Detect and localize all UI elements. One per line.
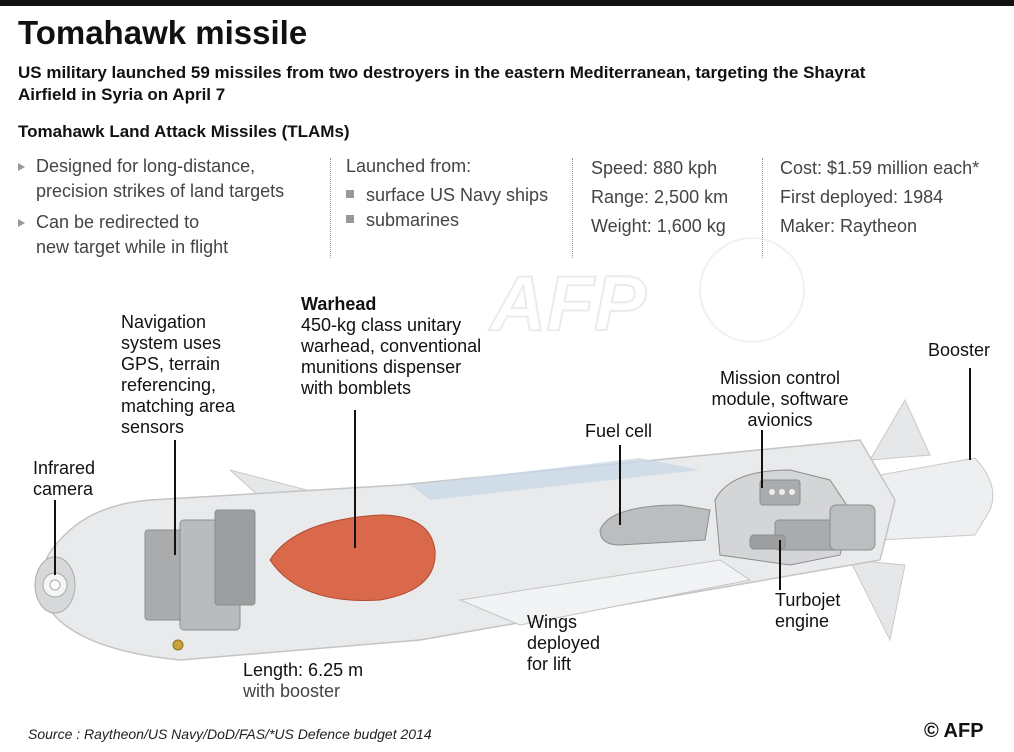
launch-item: surface US Navy ships	[346, 183, 548, 208]
page-subtitle: US military launched 59 missiles from tw…	[18, 63, 866, 104]
svg-text:AFP: AFP	[488, 259, 647, 347]
meta-maker: Maker: Raytheon	[780, 216, 918, 236]
fuel-cell	[599, 504, 711, 546]
meta-first-deployed: First deployed: 1984	[780, 187, 944, 207]
divider	[572, 158, 573, 258]
divider	[762, 158, 763, 258]
turbojet-engine	[749, 504, 876, 551]
warhead	[269, 514, 436, 601]
leader-lines	[54, 368, 971, 590]
section-title: Tomahawk Land Attack Missiles (TLAMs)	[18, 122, 350, 141]
meta-cost: Cost: $1.59 million each*	[780, 158, 980, 178]
label-wings: Wings deployed for lift	[527, 612, 601, 674]
spec-weight: Weight: 1,600 kg	[591, 216, 726, 236]
features-column: Designed for long-distance, precision st…	[18, 154, 284, 260]
label-infrared-camera: Infrared camera	[33, 458, 96, 499]
feature-item: Can be redirected to new target while in…	[18, 210, 284, 260]
spec-range: Range: 2,500 km	[591, 187, 729, 207]
launch-item: submarines	[346, 208, 548, 233]
source-note: Source : Raytheon/US Navy/DoD/FAS/*US De…	[28, 726, 432, 742]
afp-watermark-icon: AFP	[487, 237, 805, 348]
label-mission-control: Mission control module, software avionic…	[711, 368, 849, 430]
label-warhead: Warhead 450-kg class unitary warhead, co…	[301, 294, 482, 398]
triangle-bullet-icon	[18, 219, 25, 227]
square-bullet-icon	[346, 215, 354, 224]
wing	[458, 559, 752, 626]
booster-lower-fin	[849, 559, 906, 642]
infrared-camera	[34, 556, 76, 614]
label-fuel-cell: Fuel cell	[585, 421, 653, 441]
label-turbojet: Turbojet engine	[775, 590, 841, 631]
booster-upper-fin	[869, 398, 931, 461]
launch-column: Launched from: surface US Navy ships sub…	[346, 154, 548, 233]
navigation-system	[144, 509, 256, 651]
divider	[330, 158, 331, 258]
window-strip	[410, 458, 700, 500]
booster	[879, 457, 994, 541]
label-booster: Booster	[928, 340, 991, 360]
label-length: Length: 6.25 m with booster	[243, 660, 364, 701]
label-navigation: Navigation system uses GPS, terrain refe…	[121, 312, 236, 437]
afp-copyright-icon: © AFP	[924, 720, 984, 742]
top-bar	[0, 0, 1014, 6]
square-bullet-icon	[346, 190, 354, 199]
launch-heading: Launched from:	[346, 156, 472, 176]
triangle-bullet-icon	[18, 163, 25, 171]
feature-item: Designed for long-distance, precision st…	[18, 154, 284, 204]
meta-column: Cost: $1.59 million each* First deployed…	[780, 154, 979, 241]
specs-column: Speed: 880 kph Range: 2,500 km Weight: 1…	[591, 154, 728, 241]
spec-speed: Speed: 880 kph	[591, 158, 718, 178]
page-title: Tomahawk missile	[18, 14, 308, 51]
